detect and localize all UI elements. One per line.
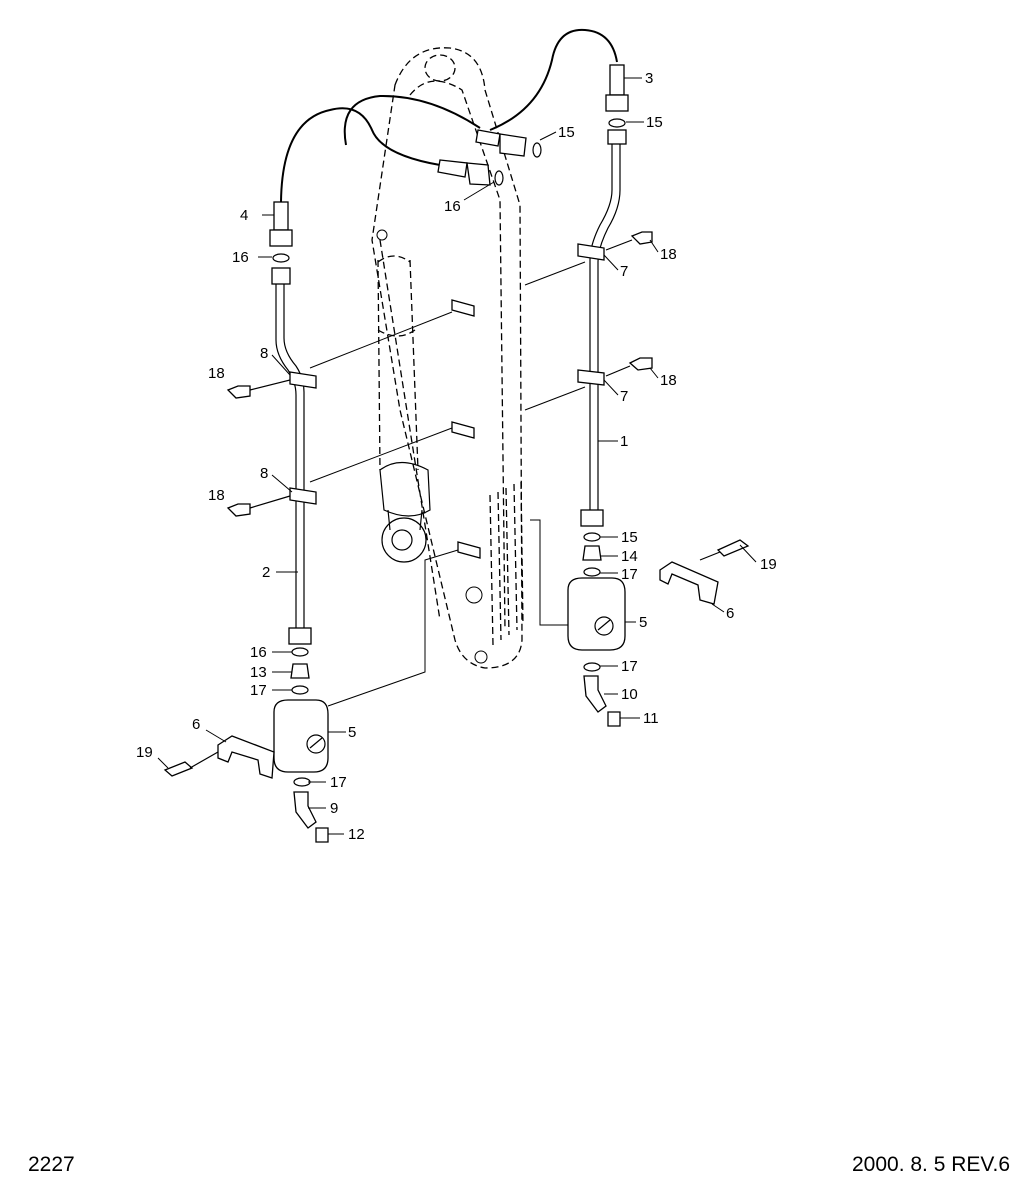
callout-16-boom: 16 [444,198,461,215]
callout-16-left-top: 16 [232,249,249,266]
callout-7-upper: 7 [620,263,628,280]
hose-lines [280,28,618,203]
callout-1: 1 [620,433,628,450]
callout-18-right-upper: 18 [660,246,677,263]
callout-10: 10 [621,686,638,703]
callout-17-left-upper: 17 [250,682,267,699]
boom-fittings [437,129,542,186]
callout-17-right-upper: 17 [621,566,638,583]
callout-7-lower: 7 [620,388,628,405]
callout-8-upper: 8 [260,345,268,362]
right-pipe-assembly [524,64,750,727]
callout-leaders [157,77,757,835]
callout-8-lower: 8 [260,465,268,482]
callout-numbers: 3 15 15 4 16 16 7 18 8 18 7 18 1 8 18 2 … [136,70,777,843]
callout-12: 12 [348,826,365,843]
left-pipe-assembly [163,201,481,843]
callout-15-right-bottom: 15 [621,529,638,546]
boom-cylinder [376,229,431,563]
callout-3: 3 [645,70,653,87]
callout-18-right-lower: 18 [660,372,677,389]
callout-18-left-upper: 18 [208,365,225,382]
callout-17-left-lower: 17 [330,774,347,791]
callout-15-top-right: 15 [646,114,663,131]
callout-6-right: 6 [726,605,734,622]
callout-11: 11 [643,710,659,727]
callout-5-right: 5 [639,614,647,631]
revision-date: 2000. 8. 5 REV.6 [851,1153,1010,1176]
callout-19-left: 19 [136,744,153,761]
callout-19-right: 19 [760,556,777,573]
callout-14: 14 [621,548,638,565]
callout-18-left-lower: 18 [208,487,225,504]
callout-13: 13 [250,664,267,681]
callout-5-left: 5 [348,724,356,741]
callout-9: 9 [330,800,338,817]
boom-outline [371,47,524,669]
callout-16-left-bottom: 16 [250,644,267,661]
callout-17-right-lower: 17 [621,658,638,675]
page-number: 2227 [28,1153,75,1176]
callout-6-left: 6 [192,716,200,733]
callout-15-boom: 15 [558,124,575,141]
callout-2: 2 [262,564,270,581]
callout-4: 4 [240,207,248,224]
